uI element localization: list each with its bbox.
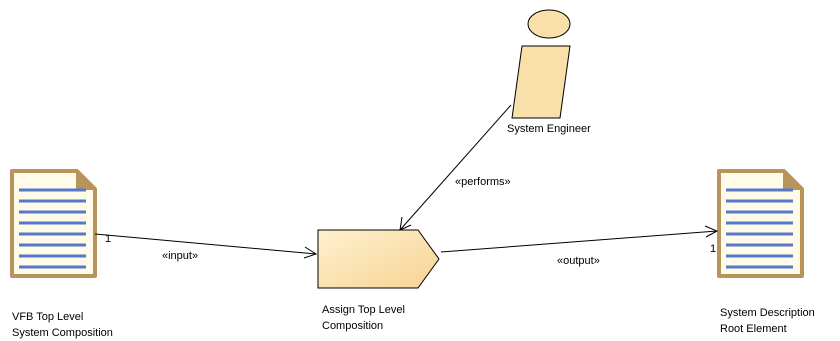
input-artifact[interactable]: 1 VFB Top Level System Composition [10, 169, 113, 339]
role-body-shape [511, 45, 571, 119]
task-label-line1: Assign Top Level [322, 304, 405, 316]
document-icon [717, 169, 804, 278]
output-multiplicity: 1 [710, 243, 716, 255]
task-label-line2: Composition [322, 320, 383, 332]
edge-output-label: «output» [557, 255, 600, 267]
edge-input[interactable]: «input» [94, 233, 318, 262]
input-artifact-label-line2: System Composition [12, 327, 113, 339]
output-artifact-label-line1: System Description [720, 307, 815, 319]
input-artifact-label-line1: VFB Top Level [12, 311, 83, 323]
role-label: System Engineer [507, 123, 591, 135]
edge-performs[interactable]: «performs» [399, 104, 512, 231]
task-shape [317, 229, 440, 289]
edge-output[interactable]: «output» [440, 225, 719, 267]
arrowhead-icon [399, 216, 412, 231]
output-artifact-label-line2: Root Element [720, 323, 787, 335]
output-artifact[interactable]: 1 System Description Root Element [710, 169, 815, 335]
edge-input-label: «input» [162, 250, 198, 262]
role-head-shape [527, 9, 571, 39]
arrowhead-icon [704, 225, 719, 238]
edge-performs-label: «performs» [455, 176, 511, 188]
role-system-engineer[interactable]: System Engineer [507, 9, 591, 135]
arrowhead-icon [303, 246, 318, 259]
task-assign-top-level-composition[interactable]: Assign Top Level Composition [317, 229, 440, 332]
document-icon [10, 169, 97, 278]
input-multiplicity: 1 [105, 233, 111, 245]
